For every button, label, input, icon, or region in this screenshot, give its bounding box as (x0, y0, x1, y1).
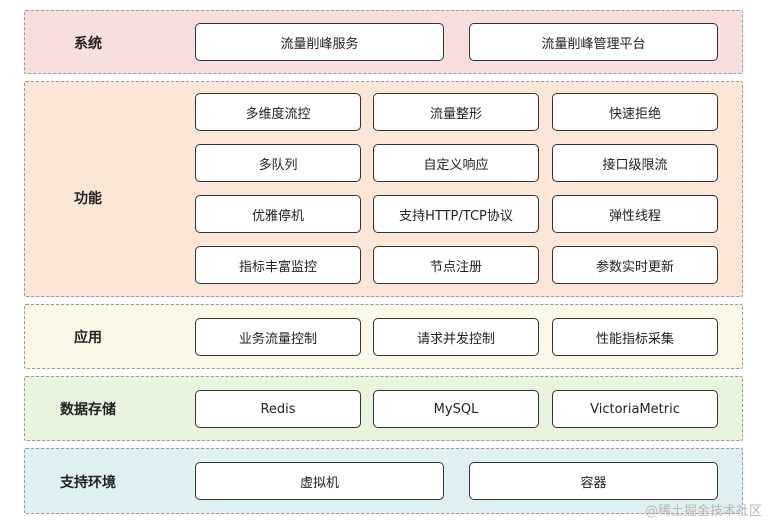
node-traffic-peak-shaving-service: 流量削峰服务 (195, 23, 444, 61)
watermark: @稀土掘金技术社区 (644, 504, 762, 519)
node-virtual-machine: 虚拟机 (195, 462, 444, 500)
node-api-level-rate-limit: 接口级限流 (552, 144, 718, 182)
layer-support-env: 支持环境 虚拟机 容器 (24, 448, 743, 514)
node-request-concurrency-control: 请求并发控制 (373, 318, 539, 356)
node-redis: Redis (195, 390, 361, 428)
layer-system: 系统 流量削峰服务 流量削峰管理平台 (24, 10, 743, 74)
node-traffic-shaping: 流量整形 (373, 93, 539, 131)
node-container: 容器 (469, 462, 718, 500)
layer-label-function: 功能 (74, 191, 102, 207)
layer-application: 应用 业务流量控制 请求并发控制 性能指标采集 (24, 304, 743, 369)
node-http-tcp-support: 支持HTTP/TCP协议 (373, 195, 539, 233)
layer-label-data-storage: 数据存储 (60, 402, 116, 418)
node-custom-response: 自定义响应 (373, 144, 539, 182)
node-node-registration: 节点注册 (373, 246, 539, 284)
layer-label-application: 应用 (74, 330, 102, 346)
node-rich-metrics-monitoring: 指标丰富监控 (195, 246, 361, 284)
layer-label-system: 系统 (74, 36, 102, 52)
node-fast-reject: 快速拒绝 (552, 93, 718, 131)
node-mysql: MySQL (373, 390, 539, 428)
node-realtime-param-update: 参数实时更新 (552, 246, 718, 284)
layer-data-storage: 数据存储 Redis MySQL VictoriaMetric (24, 376, 743, 441)
layer-function: 功能 多维度流控 流量整形 快速拒绝 多队列 自定义响应 接口级限流 优雅停机 … (24, 81, 743, 297)
node-multi-queue: 多队列 (195, 144, 361, 182)
node-elastic-threads: 弹性线程 (552, 195, 718, 233)
node-performance-metrics-collection: 性能指标采集 (552, 318, 718, 356)
layer-label-support-env: 支持环境 (60, 475, 116, 491)
node-victoriametric: VictoriaMetric (552, 390, 718, 428)
node-business-traffic-control: 业务流量控制 (195, 318, 361, 356)
node-traffic-peak-shaving-platform: 流量削峰管理平台 (469, 23, 718, 61)
node-graceful-shutdown: 优雅停机 (195, 195, 361, 233)
node-multi-dimension-flow-control: 多维度流控 (195, 93, 361, 131)
